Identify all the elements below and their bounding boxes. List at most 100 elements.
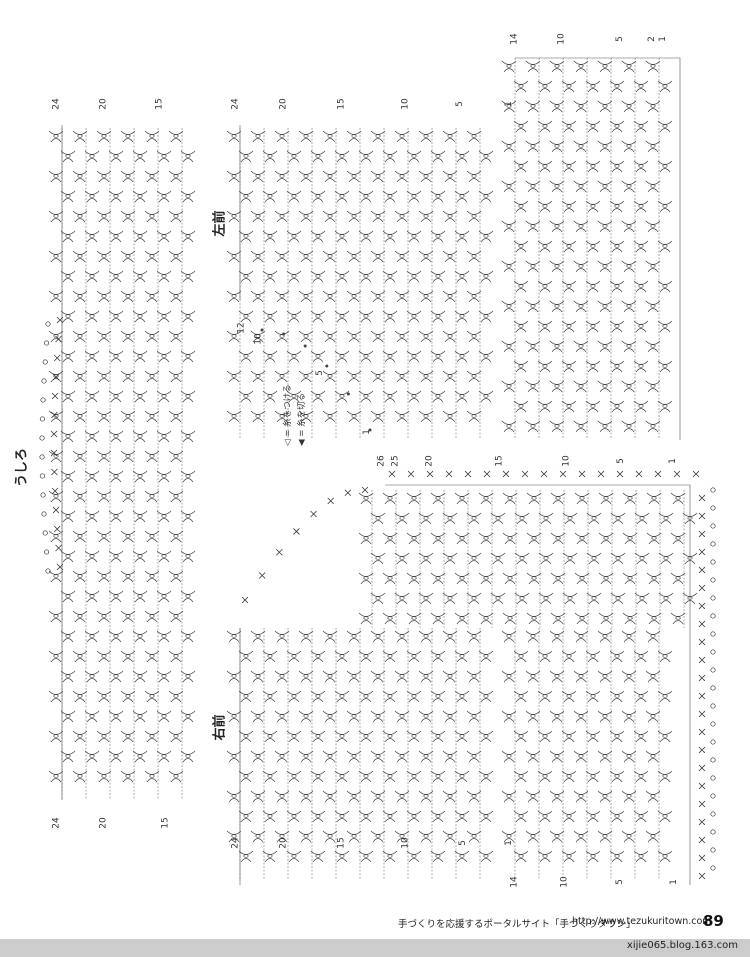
picot [459, 854, 465, 858]
picot [77, 134, 83, 138]
picot [578, 344, 584, 348]
fan-stitch [238, 850, 254, 863]
fan-stitch [478, 650, 494, 663]
picot [411, 154, 417, 158]
fan-stitch [645, 420, 661, 433]
picot [101, 494, 107, 498]
row-number: 10 [400, 98, 411, 110]
fan-stitch [525, 260, 541, 273]
picot [590, 284, 596, 288]
picot [662, 284, 668, 288]
fan-stitch [286, 730, 302, 743]
picot [173, 294, 179, 298]
picot [542, 244, 548, 248]
picot [590, 364, 596, 368]
fan-stitch [72, 370, 88, 383]
fan-stitch [274, 630, 290, 643]
fan-stitch [573, 790, 589, 803]
picot [459, 654, 465, 658]
fan-stitch [478, 690, 494, 703]
fan-stitch [250, 170, 266, 183]
picot [459, 774, 465, 778]
picot [530, 144, 536, 148]
fan-stitch [394, 170, 410, 183]
picot [375, 254, 381, 258]
fan-stitch [466, 790, 482, 803]
fan-stitch [132, 310, 148, 323]
picot-loop [710, 847, 716, 853]
fan-stitch [96, 290, 112, 303]
fan-stitch [406, 230, 422, 243]
picot [255, 334, 261, 338]
fan-stitch [646, 492, 662, 505]
picot [399, 714, 405, 718]
picot [101, 774, 107, 778]
fan-stitch [322, 670, 338, 683]
fan-stitch [418, 410, 434, 423]
single-crochet-mark [559, 470, 567, 478]
picot [447, 254, 453, 258]
picot [255, 374, 261, 378]
fan-stitch [96, 530, 112, 543]
picot [554, 264, 560, 268]
picot [231, 294, 237, 298]
fan-stitch [96, 170, 112, 183]
picot [185, 514, 191, 518]
single-crochet-mark [698, 638, 706, 646]
fan-stitch [382, 850, 398, 863]
fan-stitch [406, 310, 422, 323]
fan-stitch [562, 552, 578, 565]
fan-stitch [168, 130, 184, 143]
fan-stitch [156, 310, 172, 323]
picot [65, 194, 71, 198]
fan-stitch [466, 670, 482, 683]
picot [89, 394, 95, 398]
fan-stitch [478, 810, 494, 823]
picot [590, 124, 596, 128]
fan-stitch [501, 60, 517, 73]
picot [315, 654, 321, 658]
row-number: 10 [253, 333, 264, 345]
fan-stitch [132, 350, 148, 363]
picot [77, 454, 83, 458]
picot [267, 854, 273, 858]
fan-stitch [645, 220, 661, 233]
picot [459, 274, 465, 278]
fan-stitch [310, 270, 326, 283]
fan-stitch [633, 810, 649, 823]
fan-stitch [298, 670, 314, 683]
picot [113, 354, 119, 358]
picot [399, 374, 405, 378]
picot [161, 514, 167, 518]
picot [185, 354, 191, 358]
footer-url[interactable]: http://www.tezukuritown.com [572, 916, 712, 927]
picot [542, 84, 548, 88]
picot [173, 214, 179, 218]
picot [519, 596, 525, 600]
fan-stitch [657, 850, 673, 863]
row-number: 5 [614, 879, 625, 885]
picot [506, 794, 512, 798]
picot [626, 424, 632, 428]
stitch-dot [282, 332, 286, 336]
fan-stitch [108, 350, 124, 363]
picot [638, 814, 644, 818]
picot [125, 534, 131, 538]
fan-stitch [358, 770, 374, 783]
picot [543, 516, 549, 520]
fan-stitch [573, 100, 589, 113]
picot [423, 634, 429, 638]
fan-stitch [549, 340, 565, 353]
fan-stitch [274, 670, 290, 683]
fan-stitch [180, 310, 196, 323]
fan-stitch [334, 150, 350, 163]
row-number: 5 [314, 370, 325, 376]
picot [279, 754, 285, 758]
picot [363, 854, 369, 858]
picot [639, 556, 645, 560]
picot [279, 294, 285, 298]
picot [411, 576, 417, 580]
picot [530, 834, 536, 838]
fan-stitch [298, 290, 314, 303]
fan-stitch [609, 400, 625, 413]
